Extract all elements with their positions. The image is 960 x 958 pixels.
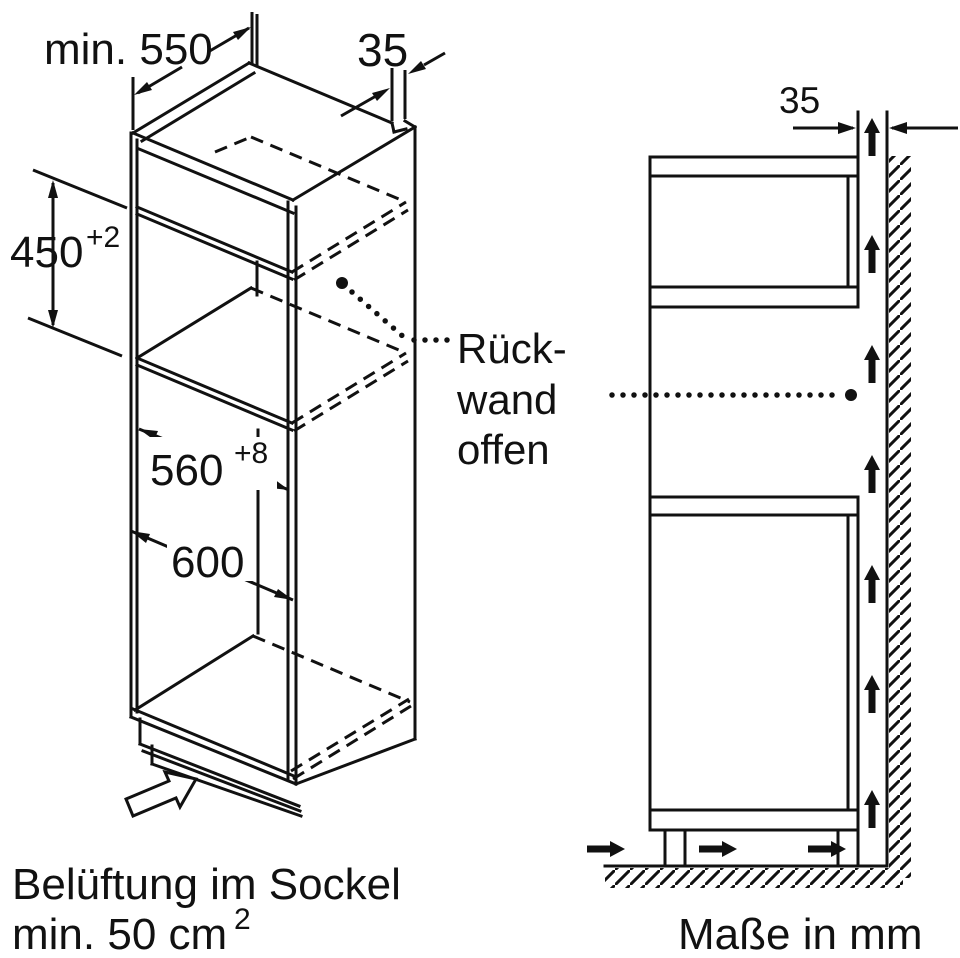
note-line-3: offen	[457, 426, 550, 473]
dimension-min-550: min. 550	[44, 12, 259, 130]
side-section-view: 35 Maße in mm	[587, 80, 958, 958]
caption-line-1: Belüftung im Sockel	[12, 860, 401, 909]
dim-label-600: 600	[171, 538, 244, 587]
dim-label-35-back-panel: 35	[357, 24, 408, 76]
dimension-35-wall-gap: 35	[779, 80, 958, 134]
wall-hatching	[889, 156, 911, 878]
dim-label-560: 560	[150, 446, 223, 495]
dimension-560-niche-width: 560 +8	[138, 427, 290, 495]
ventilation-block-arrow-icon	[124, 769, 199, 818]
dimension-35-back-panel: 35	[340, 24, 446, 121]
dim-label-min-550: min. 550	[44, 25, 213, 74]
backwall-leader-dotted-line-side	[609, 389, 857, 401]
airflow-horizontal-arrows	[587, 841, 846, 857]
dim-label-450: 450	[10, 228, 83, 277]
airflow-up-arrows	[864, 118, 880, 828]
backwall-leader-dotted-line	[336, 277, 455, 343]
dimension-600-cabinet-width: 600	[130, 529, 294, 602]
backwall-open-note: Rück- wand offen	[456, 325, 567, 473]
note-line-2: wand	[456, 376, 557, 423]
caption-line-2: min. 50 cm	[12, 910, 227, 958]
caption-line-2-superscript: 2	[234, 903, 251, 936]
note-line-1: Rück-	[457, 325, 567, 372]
isometric-cabinet-view: min. 550 35 450 +2 560	[10, 12, 567, 958]
plinth-foot-front	[663, 828, 687, 868]
dim-label-560-tolerance: +8	[234, 437, 268, 470]
dim-label-450-tolerance: +2	[86, 221, 120, 254]
ventilation-caption: Belüftung im Sockel min. 50 cm 2	[12, 860, 401, 958]
units-caption: Maße in mm	[678, 910, 922, 958]
dimension-450-niche-height: 450 +2	[10, 168, 128, 358]
hidden-edges-dashed	[214, 135, 412, 781]
dim-label-35-wall-gap: 35	[779, 80, 820, 121]
floor-hatching	[605, 868, 903, 888]
